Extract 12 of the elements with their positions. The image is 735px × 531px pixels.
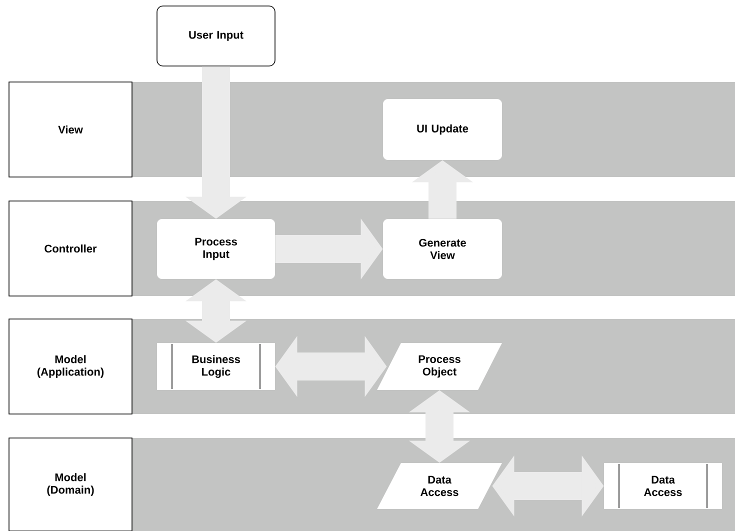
- process-box: UI Update: [383, 99, 502, 160]
- data-parallelogram: Process Object: [377, 343, 502, 390]
- predefined-process-box: Data Access: [604, 463, 722, 509]
- data-parallelogram: Data Access: [377, 463, 502, 509]
- start-box: User Input: [156, 6, 276, 66]
- node-label: View: [58, 125, 83, 134]
- node-label: Model (Domain): [47, 473, 94, 496]
- node-label: Controller: [44, 244, 97, 253]
- process-box: Generate View: [383, 219, 502, 279]
- process-box: Process Input: [157, 219, 275, 279]
- predefined-process-box: Business Logic: [157, 343, 275, 390]
- node-label: Model (Application): [37, 355, 104, 378]
